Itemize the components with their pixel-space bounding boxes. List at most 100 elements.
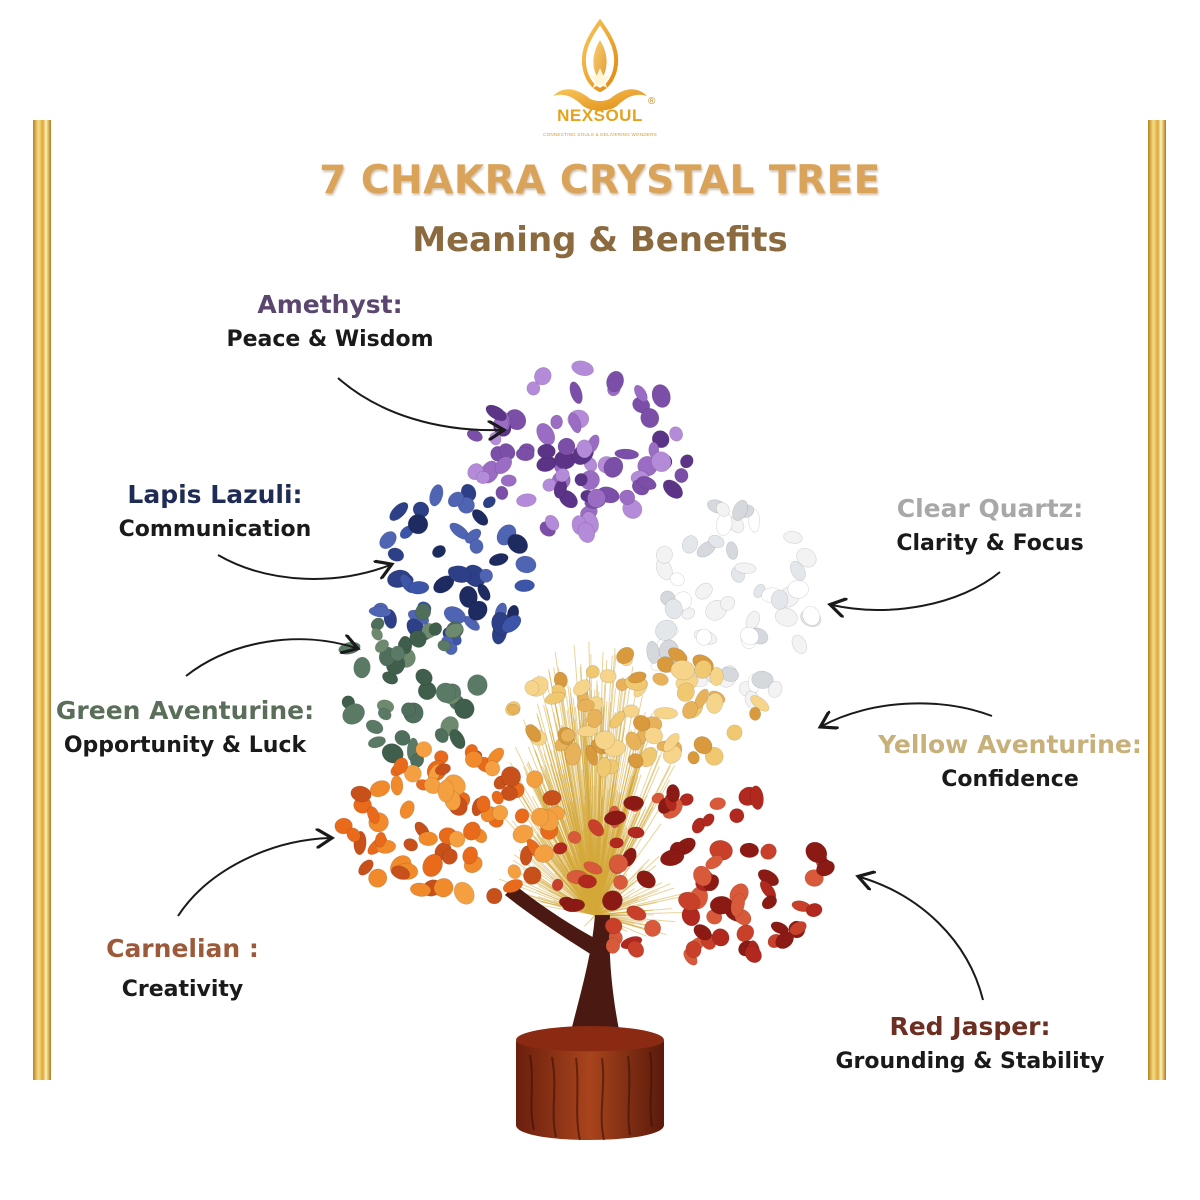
crystal-chip	[394, 729, 411, 746]
crystal-chip	[447, 491, 465, 508]
brand-name: NEXSOUL	[557, 106, 643, 125]
crystal-chip	[403, 764, 422, 783]
lapis-name: Lapis Lazuli:	[127, 480, 303, 509]
crystal-chip	[482, 496, 496, 509]
crystal-chip	[422, 853, 443, 877]
crystal-chip	[346, 827, 361, 843]
crystal-chip	[350, 785, 372, 803]
crystal-chip	[448, 565, 472, 583]
page-subtitle: Meaning & Benefits	[412, 220, 788, 260]
crystal-chip	[577, 725, 599, 737]
crystal-chip	[751, 670, 774, 689]
brand-tagline: CONNECTING SOULS & DELIVERING WONDERS	[543, 132, 657, 137]
crystal-chip	[502, 879, 523, 894]
crystal-chip	[377, 707, 392, 721]
crystal-chip	[640, 407, 660, 429]
gold-wire	[594, 898, 648, 916]
crystal-chip	[342, 703, 365, 725]
quartz-name: Clear Quartz:	[896, 494, 1084, 523]
crystal-chip	[501, 766, 521, 787]
gold-wire	[594, 891, 692, 916]
crystal-chip	[587, 488, 606, 508]
crystal-chip	[494, 456, 513, 475]
crystal-chip	[674, 468, 689, 483]
crystal-chip	[557, 437, 576, 456]
amethyst-arrow	[337, 377, 502, 430]
crystal-chip	[740, 626, 760, 646]
crystal-chip	[577, 522, 596, 543]
crystal-chip	[693, 736, 713, 755]
crystal-chip	[787, 579, 809, 599]
crystal-chip	[651, 384, 671, 408]
crystal-chip	[507, 533, 528, 554]
gold-wire	[594, 867, 644, 916]
crystal-chip	[454, 698, 475, 720]
crystal-chip	[389, 501, 409, 522]
crystal-chip	[479, 568, 494, 583]
crystal-chip	[464, 750, 483, 768]
crystal-chip	[594, 730, 615, 750]
crystal-chip	[418, 831, 438, 847]
crystal-chip	[407, 580, 430, 595]
crystal-chip	[706, 692, 724, 714]
crystal-chip	[655, 619, 677, 641]
crystal-chip	[709, 667, 724, 686]
lapis-label: Lapis Lazuli: Communication	[100, 480, 330, 542]
crystal-chip	[560, 728, 576, 743]
crystal-chip	[574, 473, 588, 487]
crystal-chip	[676, 682, 695, 702]
crystal-chip	[586, 708, 603, 728]
amethyst-label: Amethyst: Peace & Wisdom	[200, 290, 460, 352]
crystal-chip	[523, 866, 542, 885]
crystal-chip	[432, 545, 446, 558]
crystal-chip	[475, 470, 491, 485]
crystal-chip	[585, 665, 600, 679]
crystal-chip	[576, 699, 595, 712]
crystal-chip	[732, 499, 749, 521]
yellow-aventurine-label: Yellow Aventurine: Confidence	[870, 730, 1150, 792]
crystal-chip	[514, 579, 535, 593]
gold-wire	[588, 798, 596, 916]
crystal-chip	[791, 634, 808, 654]
crystal-chip	[637, 476, 657, 490]
crystal-chip	[334, 817, 353, 835]
crystal-chip	[390, 645, 406, 662]
crystal-chip	[669, 426, 684, 442]
crystal-tree-illustration	[334, 360, 835, 1141]
yellow-aventurine-benefit: Confidence	[941, 767, 1079, 792]
gold-wire	[533, 857, 596, 916]
crystal-chip	[573, 679, 591, 696]
crystal-chip	[652, 672, 669, 686]
crystal-chip	[390, 775, 404, 796]
yellow-arrow	[822, 702, 993, 726]
crystal-chip	[477, 583, 491, 601]
crystal-chip	[462, 821, 481, 841]
crystal-chip	[353, 656, 371, 679]
crystal-chip	[365, 719, 384, 735]
crystal-chip	[571, 360, 594, 377]
crystal-chip	[409, 882, 432, 897]
gold-wire	[594, 886, 609, 916]
carnelian-arrow	[177, 838, 330, 917]
redjasper-arrow	[860, 877, 984, 1001]
crystal-chip	[623, 704, 640, 718]
crystal-chip	[368, 868, 388, 888]
crystal-chip	[393, 757, 409, 775]
crystal-chip	[491, 790, 504, 805]
registered-mark: ®	[648, 96, 656, 107]
crystal-chip	[606, 370, 624, 393]
crystal-chip	[663, 732, 680, 753]
crystal-chip	[448, 830, 466, 848]
crystal-chip	[469, 538, 484, 554]
crystal-chip	[415, 741, 433, 758]
crystal-chip	[568, 412, 582, 434]
crystal-chip	[576, 439, 593, 459]
red-jasper-label: Red Jasper: Grounding & Stability	[825, 1012, 1115, 1074]
crystal-chip	[488, 553, 509, 567]
crystal-chip	[434, 728, 449, 744]
crystal-chip	[544, 514, 560, 531]
crystal-chip	[726, 541, 739, 560]
crystal-chip	[501, 614, 522, 633]
crystal-chip	[680, 454, 694, 469]
crystal-chip	[467, 674, 488, 696]
